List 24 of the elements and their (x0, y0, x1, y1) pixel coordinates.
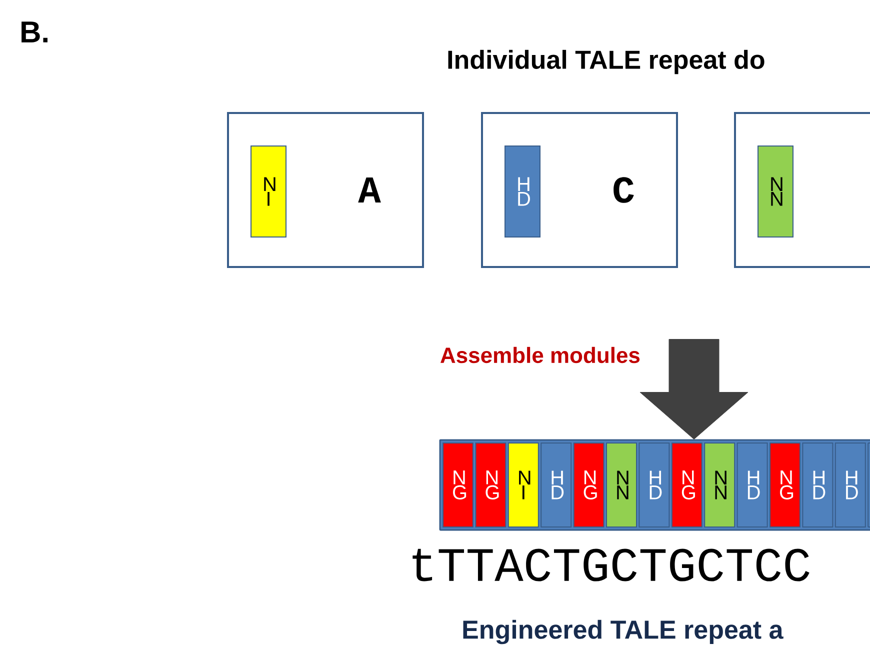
repeat-module: N N (606, 442, 637, 528)
repeat-module (868, 442, 870, 528)
repeat-bar: H D (504, 146, 540, 238)
repeat-module: N G (770, 442, 800, 528)
caption: Engineered TALE repeat a (463, 620, 784, 644)
panel-letter: B. (22, 22, 48, 42)
repeat-module: N G (442, 442, 474, 528)
repeat-bar: N I (250, 146, 286, 238)
repeat-module: N G (475, 442, 506, 528)
dna-sequence: tTTACTGCTGCTCC (412, 548, 810, 582)
repeat-module: H D (540, 442, 572, 528)
block-arrow (640, 339, 748, 440)
repeat-module: N N (704, 442, 736, 528)
step-label: Assemble modules (440, 346, 640, 364)
repeat-module: N G (671, 442, 702, 528)
heading: Individual TALE repeat do (448, 50, 764, 74)
repeat-module: H D (736, 442, 768, 528)
repeat-module: N I (508, 442, 539, 528)
repeat-module: H D (834, 442, 866, 528)
domain-box (734, 112, 870, 268)
repeat-module: H D (638, 442, 670, 528)
repeat-module: H D (802, 442, 834, 528)
repeat-module: N G (573, 442, 604, 528)
repeat-bar: N N (758, 146, 794, 238)
